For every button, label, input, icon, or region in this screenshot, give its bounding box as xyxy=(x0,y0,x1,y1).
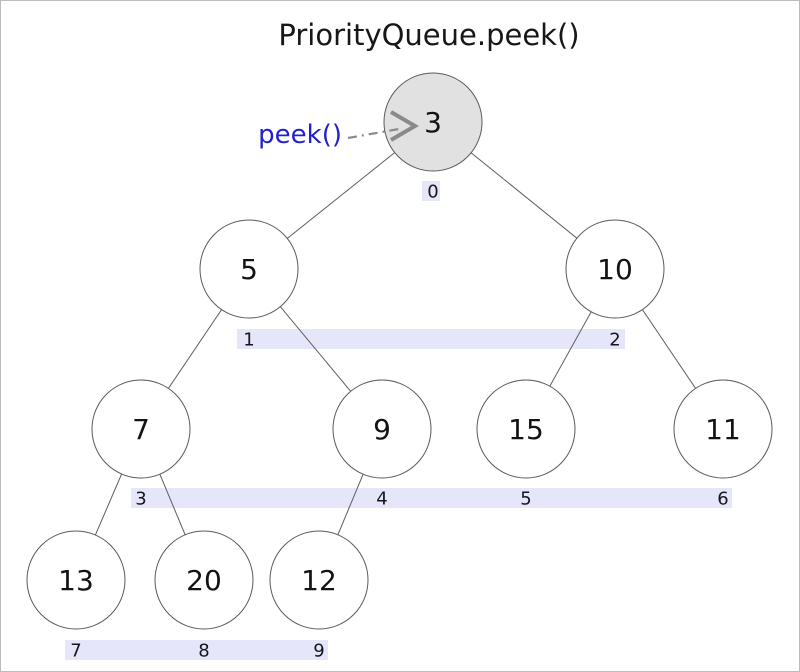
index-band xyxy=(422,181,440,201)
heap-index-label: 4 xyxy=(376,488,387,509)
peek-label: peek() xyxy=(258,120,342,150)
heap-index-label: 8 xyxy=(198,640,209,661)
heap-index-label: 3 xyxy=(135,488,146,509)
heap-index-label: 2 xyxy=(609,329,620,350)
tree-node-value: 20 xyxy=(186,564,222,597)
tree-node-circle xyxy=(332,379,432,479)
heap-index-label: 1 xyxy=(243,329,254,350)
tree-node-circle xyxy=(673,379,773,479)
tree-node-value: 5 xyxy=(240,253,258,286)
tree-node-circle xyxy=(565,219,665,319)
tree-node-circle xyxy=(199,219,299,319)
tree-node-value: 15 xyxy=(508,413,544,446)
heap-index-label: 6 xyxy=(717,488,728,509)
index-band xyxy=(65,640,328,660)
tree-node-value: 3 xyxy=(424,106,442,139)
heap-index-label: 9 xyxy=(313,640,324,661)
heap-index-label: 7 xyxy=(70,640,81,661)
tree-node-circle xyxy=(154,530,254,630)
tree-edges-layer xyxy=(75,121,724,581)
index-band xyxy=(237,329,625,349)
heap-index-label: 0 xyxy=(427,181,438,202)
tree-node-value: 13 xyxy=(58,564,94,597)
tree-node-value: 10 xyxy=(597,253,633,286)
tree-node-circle xyxy=(476,379,576,479)
peek-arrowhead-icon xyxy=(389,110,419,142)
tree-node-value: 9 xyxy=(373,413,391,446)
figure-title: PriorityQueue.peek() xyxy=(278,18,579,52)
tree-node-value: 11 xyxy=(705,413,741,446)
peek-annotation: peek() xyxy=(258,110,419,150)
tree-node-circle xyxy=(26,530,126,630)
heap-index-label: 5 xyxy=(520,488,531,509)
tree-node-circle xyxy=(91,379,191,479)
tree-node-circle xyxy=(269,530,369,630)
index-band xyxy=(131,488,732,508)
tree-node-value: 12 xyxy=(301,564,337,597)
peek-arrow-line xyxy=(347,127,400,140)
tree-node-value: 7 xyxy=(132,413,150,446)
tree-node-circle-root xyxy=(383,72,483,172)
